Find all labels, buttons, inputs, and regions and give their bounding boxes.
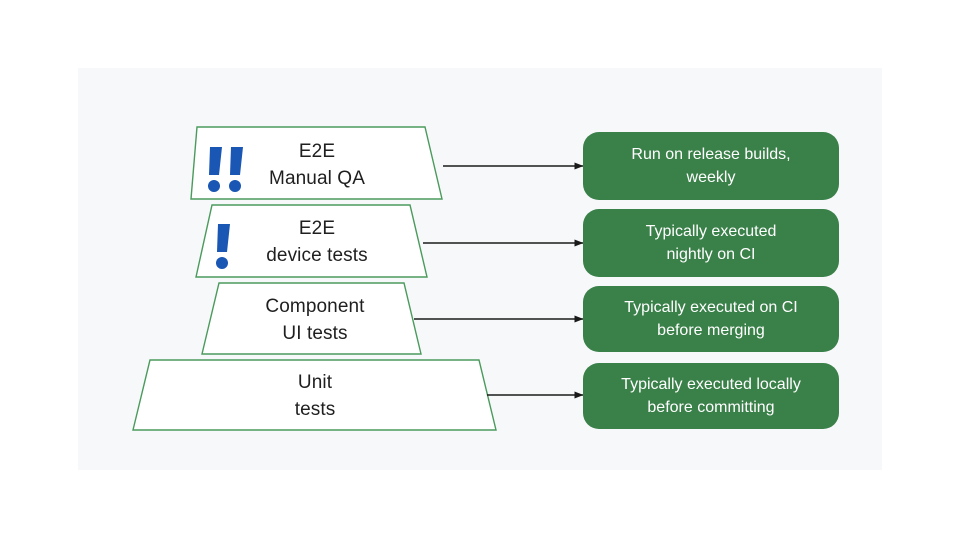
callout-text: Typically executed locally before commit… — [621, 376, 801, 416]
pyramid-tier-unit-tests[interactable] — [132, 359, 497, 431]
callout-component-ui-tests[interactable]: Typically executed on CI before merging — [583, 286, 839, 352]
pyramid-tier-e2e-manual-qa[interactable] — [190, 126, 443, 200]
pyramid-tier-label-e2e-device-tests: E2E device tests — [266, 218, 368, 266]
double-exclamation-icon — [208, 147, 243, 192]
single-exclamation-icon — [216, 224, 230, 269]
callout-e2e-device-tests[interactable]: Typically executed nightly on CI — [583, 209, 839, 277]
pyramid-tier-label-component-ui-tests: Component UI tests — [265, 296, 365, 344]
pyramid-tier-label-unit-tests: Unit tests — [294, 372, 336, 420]
callout-text: Run on release builds, weekly — [631, 146, 791, 186]
pyramid-tier-label-e2e-manual-qa: E2E Manual QA — [269, 141, 365, 189]
callout-unit-tests[interactable]: Typically executed locally before commit… — [583, 363, 839, 429]
pyramid-tier-component-ui-tests[interactable] — [201, 282, 422, 355]
callout-text: Typically executed nightly on CI — [645, 223, 777, 263]
callout-e2e-manual-qa[interactable]: Run on release builds, weekly — [583, 132, 839, 200]
callout-text: Typically executed on CI before merging — [624, 299, 798, 339]
pyramid-tier-e2e-device-tests[interactable] — [195, 204, 428, 278]
